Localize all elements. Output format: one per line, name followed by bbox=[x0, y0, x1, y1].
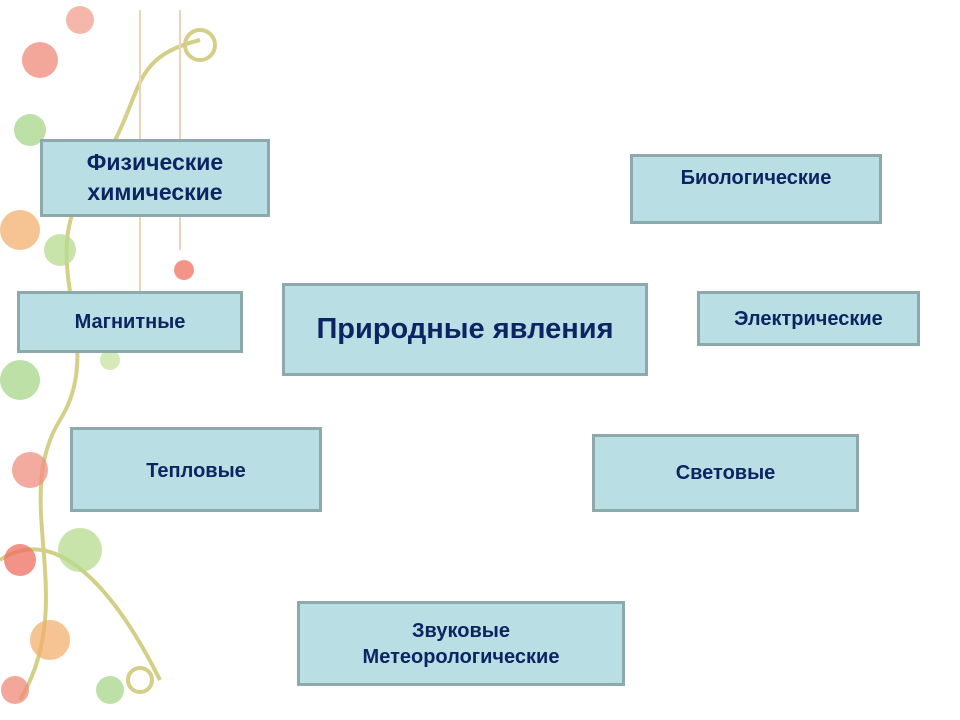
node-physical-chemical: Физические химические bbox=[40, 139, 270, 217]
node-label: Биологические bbox=[680, 167, 832, 189]
center-label: Природные явления bbox=[316, 312, 614, 345]
node-biological: Биологические bbox=[630, 154, 882, 224]
node-label: химические bbox=[87, 179, 223, 205]
floral-decoration bbox=[0, 6, 217, 704]
node-label: Магнитные bbox=[74, 311, 186, 333]
center-node: Природные явления bbox=[282, 283, 648, 376]
node-label: Тепловые bbox=[146, 460, 246, 482]
node-thermal: Тепловые bbox=[70, 427, 322, 512]
node-label: Физические bbox=[86, 149, 224, 176]
node-label: Световые bbox=[675, 462, 776, 484]
node-sound-meteorological: Звуковые Метеорологические bbox=[297, 601, 625, 686]
node-light: Световые bbox=[592, 434, 859, 512]
node-label: Звуковые bbox=[412, 619, 510, 642]
node-label: Электрические bbox=[734, 307, 883, 330]
node-magnetic: Магнитные bbox=[17, 291, 243, 353]
node-label: Метеорологические bbox=[362, 645, 560, 668]
node-electric: Электрические bbox=[697, 291, 920, 346]
